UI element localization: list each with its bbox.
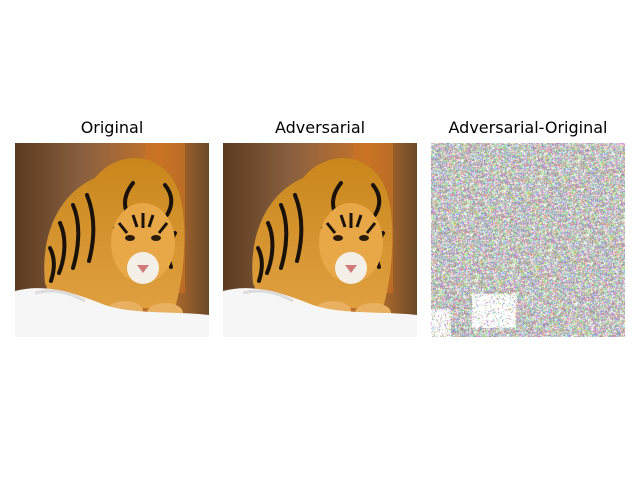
panel-title-difference: Adversarial-Original [448, 118, 608, 137]
difference-image [431, 143, 625, 337]
tiger-photo [223, 143, 417, 337]
panel-title-adversarial: Adversarial [274, 118, 366, 137]
tiger-photo [15, 143, 209, 337]
original-image [15, 143, 209, 337]
adversarial-image [223, 143, 417, 337]
panel-title-original: Original [80, 118, 144, 137]
perturbation-noise [431, 143, 625, 337]
